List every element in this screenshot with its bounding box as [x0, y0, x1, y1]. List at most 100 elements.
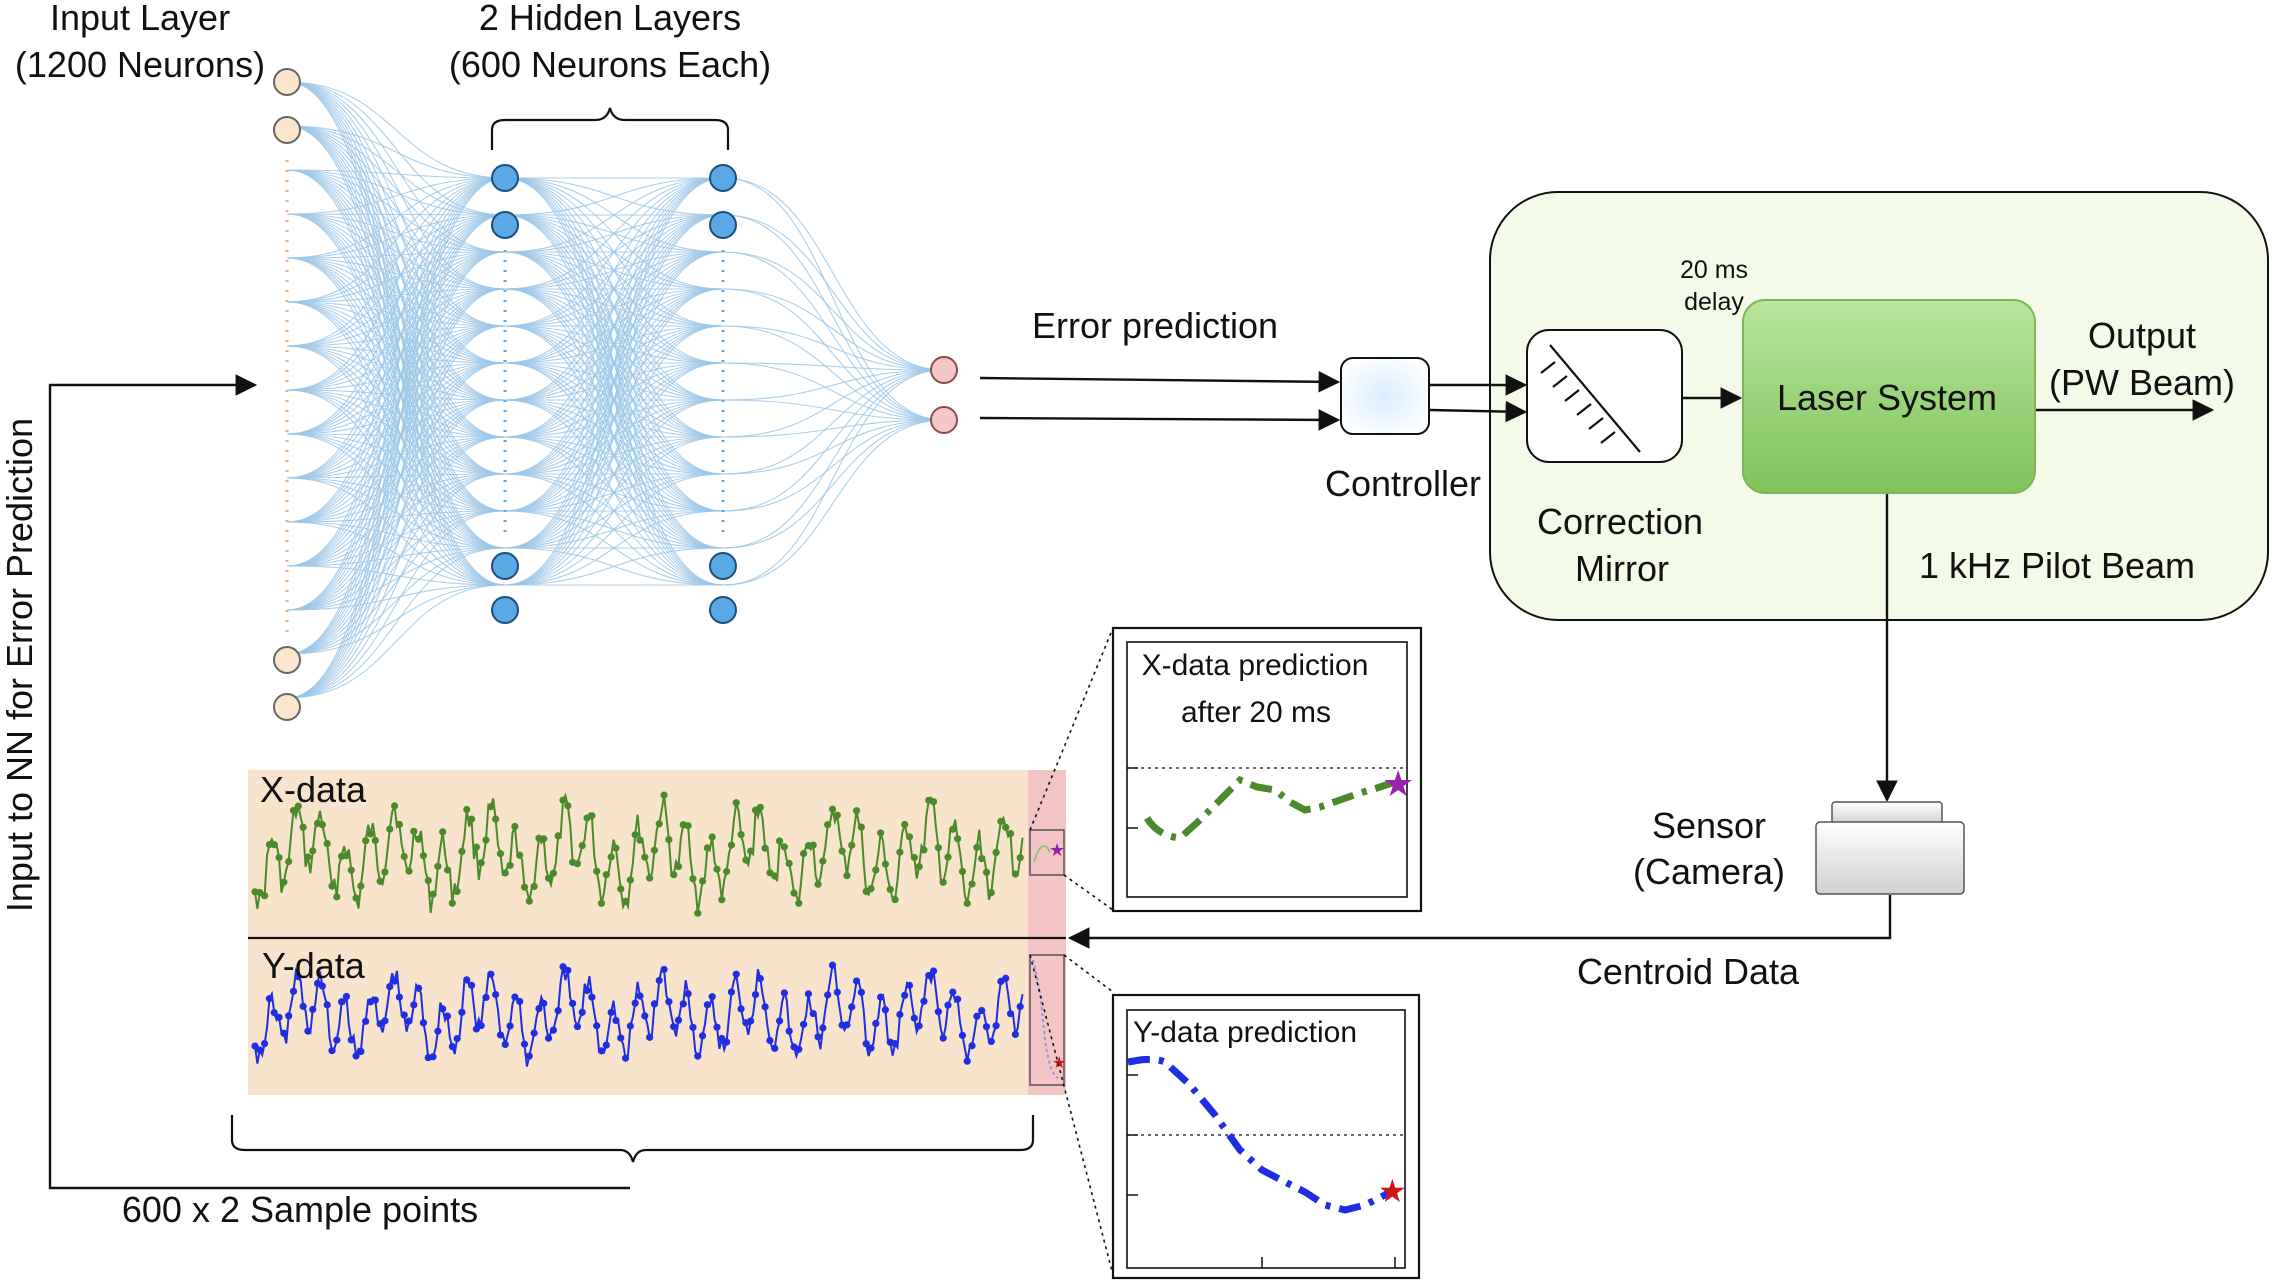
series-point	[410, 1001, 418, 1009]
series-point	[415, 835, 423, 843]
series-point	[347, 1036, 355, 1044]
connection-line	[286, 169, 506, 179]
series-point	[1006, 830, 1015, 838]
connection-line	[286, 584, 506, 655]
connection-line	[286, 325, 506, 435]
series-point	[395, 820, 403, 829]
x-prediction-inset: X-data prediction after 20 ms ★	[1111, 626, 1423, 913]
connection-line	[286, 251, 506, 347]
series-point	[362, 1017, 370, 1025]
series-point	[670, 871, 678, 879]
series-point	[636, 992, 644, 1000]
series-point	[944, 853, 952, 861]
connection-line	[722, 288, 945, 421]
series-point	[867, 1044, 875, 1052]
series-point	[516, 997, 524, 1006]
series-point	[275, 853, 283, 862]
connection-line	[286, 473, 506, 567]
connection-line	[286, 257, 506, 327]
connection-line	[286, 214, 506, 259]
series-point	[785, 859, 793, 868]
connection-line	[722, 251, 945, 371]
connection-line	[286, 288, 506, 699]
hidden2-neuron	[709, 552, 737, 580]
connection-line	[286, 81, 506, 364]
connection-line	[286, 213, 506, 512]
laser-system-box	[1742, 299, 2036, 494]
series-point	[732, 970, 740, 978]
series-point	[915, 1022, 923, 1030]
output-label-1: Output	[2088, 315, 2196, 356]
x-prediction-highlight	[1029, 829, 1065, 876]
y-data-label: Y-data	[262, 945, 366, 986]
series-point	[593, 1022, 601, 1030]
series-point	[415, 984, 423, 992]
connection-line	[722, 419, 945, 512]
series-point	[448, 1042, 456, 1051]
series-point	[828, 961, 837, 969]
connection-line	[504, 251, 724, 586]
connection-line	[504, 177, 724, 364]
connection-line	[286, 325, 506, 523]
series-point	[1011, 870, 1019, 878]
y-data-series	[251, 961, 1024, 1067]
hidden2-neuron	[709, 596, 737, 624]
connection-line	[504, 214, 724, 586]
connection-line	[286, 288, 506, 611]
series-point	[987, 1037, 995, 1046]
series-point	[982, 1023, 991, 1031]
connection-line	[504, 399, 724, 586]
correction-mirror-box	[1526, 329, 1683, 463]
series-point	[352, 1052, 360, 1060]
connection-line	[286, 399, 506, 523]
series-point	[920, 997, 928, 1005]
series-point	[501, 1040, 509, 1049]
connection-line	[286, 288, 506, 435]
series-point	[987, 888, 995, 897]
series-point	[901, 991, 909, 999]
series-point	[737, 831, 745, 839]
series-point	[949, 825, 957, 833]
x-data-label: X-data	[260, 769, 367, 810]
series-point	[261, 892, 269, 900]
series-point	[573, 860, 582, 868]
series-point	[785, 1027, 793, 1035]
series-point	[429, 1053, 437, 1061]
connection-line	[286, 362, 506, 699]
series-point	[636, 836, 644, 844]
series-point	[958, 1031, 967, 1040]
series-point	[540, 835, 548, 843]
connection-line	[504, 177, 724, 438]
series-point	[780, 843, 788, 851]
series-point	[597, 1047, 606, 1055]
connection-line	[504, 473, 724, 586]
series-point	[703, 1001, 711, 1009]
connection-line	[286, 213, 506, 549]
series-point	[723, 867, 731, 876]
series-point	[723, 1038, 731, 1046]
series-point	[400, 1011, 408, 1019]
series-point	[309, 847, 317, 855]
series-point	[655, 976, 663, 985]
connection-line	[286, 510, 506, 567]
series-point	[304, 1027, 312, 1035]
hidden2-neuron	[709, 164, 737, 192]
x-mini-prediction	[1033, 844, 1051, 863]
series-point	[530, 882, 538, 891]
connection-line	[504, 177, 724, 586]
series-point	[621, 897, 630, 905]
series-point	[949, 988, 957, 996]
series-point	[280, 878, 288, 886]
connection-line	[286, 473, 506, 523]
connection-line	[722, 369, 945, 586]
series-point	[732, 799, 740, 807]
series-point	[342, 852, 351, 860]
connection-line	[286, 213, 506, 327]
series-point	[780, 989, 788, 997]
series-point	[588, 812, 596, 820]
series-point	[867, 885, 875, 893]
sensor-label-1: Sensor	[1652, 805, 1766, 846]
connection-line	[504, 177, 724, 216]
nn-ellipsis-dots	[285, 160, 725, 635]
x-inset-title-2: after 20 ms	[1181, 696, 1331, 729]
